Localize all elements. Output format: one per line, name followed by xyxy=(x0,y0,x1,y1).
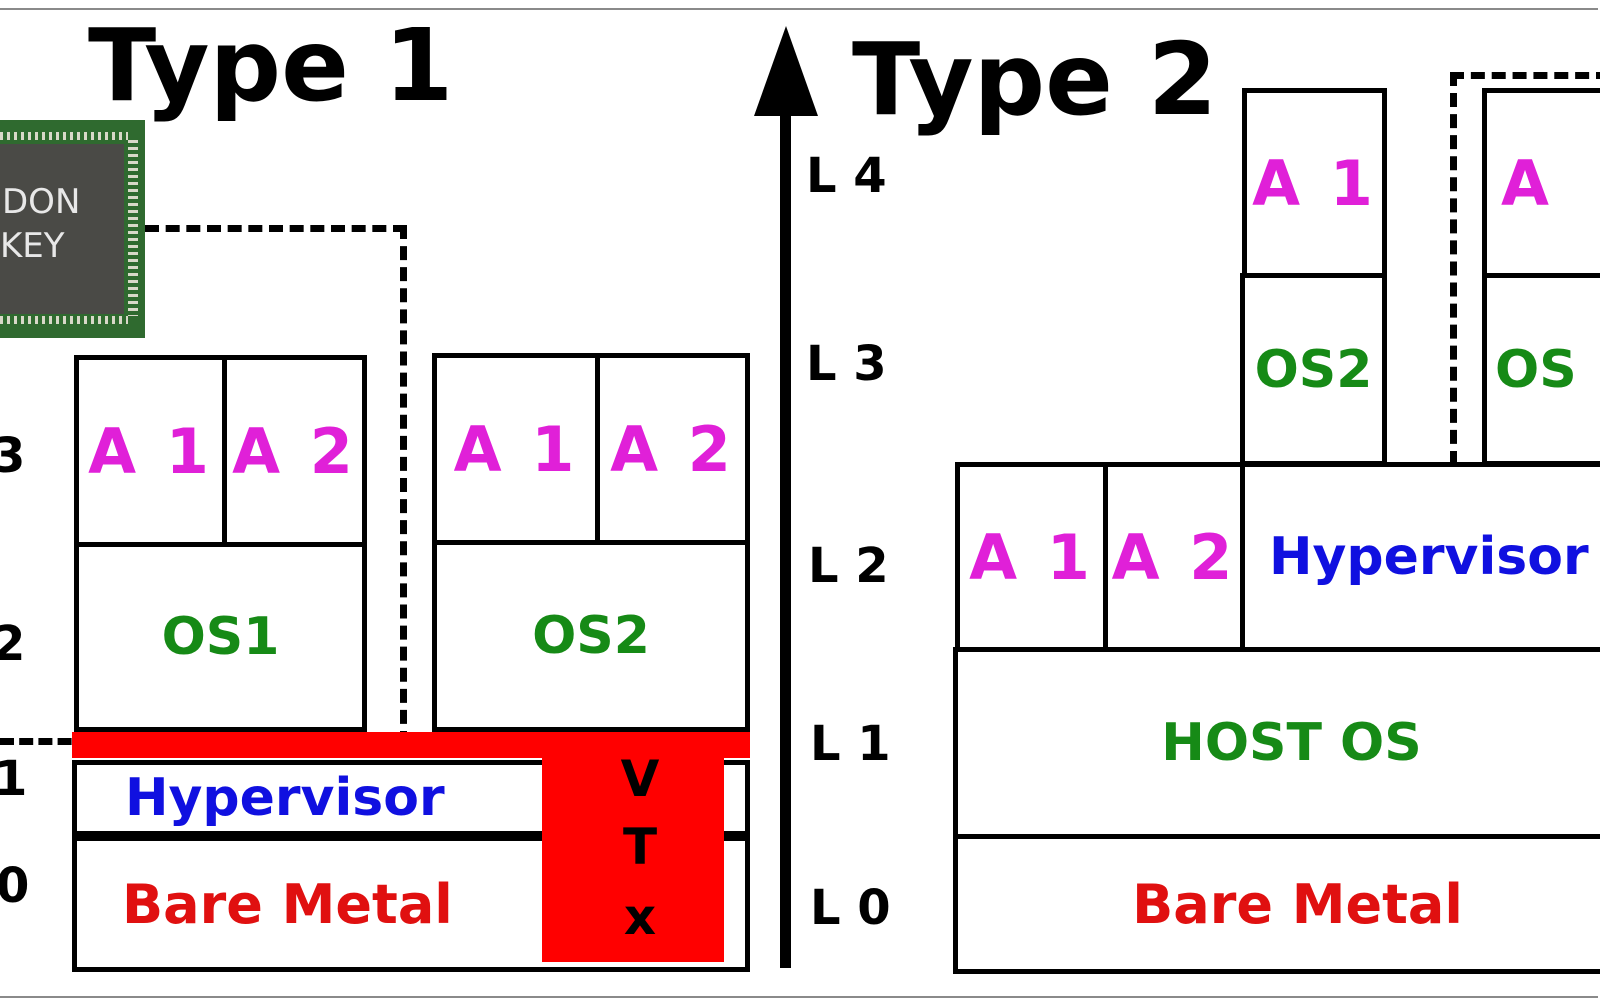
type1-vm2-app1: A 1 xyxy=(432,353,600,545)
type1-level-3: 3 xyxy=(0,428,26,484)
figure-frame xyxy=(0,8,1598,998)
type1-level-1: 1 xyxy=(0,751,28,807)
type2-guest2-os: OS xyxy=(1482,273,1600,466)
dongle-dashed-line xyxy=(145,225,407,232)
type1-title: Type 1 xyxy=(88,7,454,124)
privilege-axis-line xyxy=(780,100,791,968)
type2-host-os: HOST OS xyxy=(953,647,1600,839)
type2-bare-metal: Bare Metal xyxy=(953,834,1600,974)
type2-title: Type 2 xyxy=(852,21,1218,138)
type1-level-0: 0 xyxy=(0,858,30,914)
axis-level-l1: L 1 xyxy=(810,716,891,772)
vtx-letter-x: x xyxy=(623,888,657,946)
type1-vm1-os: OS1 xyxy=(74,542,367,732)
axis-level-l2: L 2 xyxy=(808,538,889,594)
dongle-chip-image: DON KEY xyxy=(0,120,145,338)
type1-vm1-app2: A 2 xyxy=(222,355,367,547)
type2-host-app1: A 1 xyxy=(955,462,1108,652)
vtx-letter-t: T xyxy=(622,818,658,876)
chip-text-line2: KEY xyxy=(0,226,65,266)
axis-level-l4: L 4 xyxy=(806,148,887,204)
type2-guest2-app: A xyxy=(1482,88,1600,278)
type2-hypervisor: Hypervisor xyxy=(1240,462,1600,652)
dongle-dashed-line-bottom xyxy=(0,738,110,745)
type1-vm2-os: OS2 xyxy=(432,540,750,732)
axis-level-l0: L 0 xyxy=(810,880,891,936)
dongle-dashed-line-vertical xyxy=(400,225,407,745)
type2-guest-app: A 1 xyxy=(1242,88,1387,278)
chip-text-line1: DON xyxy=(2,182,81,222)
type1-level-2: 2 xyxy=(0,616,26,672)
type2-guest-os: OS2 xyxy=(1240,273,1387,466)
axis-level-l3: L 3 xyxy=(806,336,887,392)
vtx-letter-v: V xyxy=(620,750,660,808)
privilege-axis-arrowhead xyxy=(754,26,818,116)
type1-vm1-app1: A 1 xyxy=(74,355,227,547)
type2-host-app2: A 2 xyxy=(1103,462,1245,652)
type1-vm2-app2: A 2 xyxy=(595,353,750,545)
vtx-column xyxy=(542,740,724,962)
